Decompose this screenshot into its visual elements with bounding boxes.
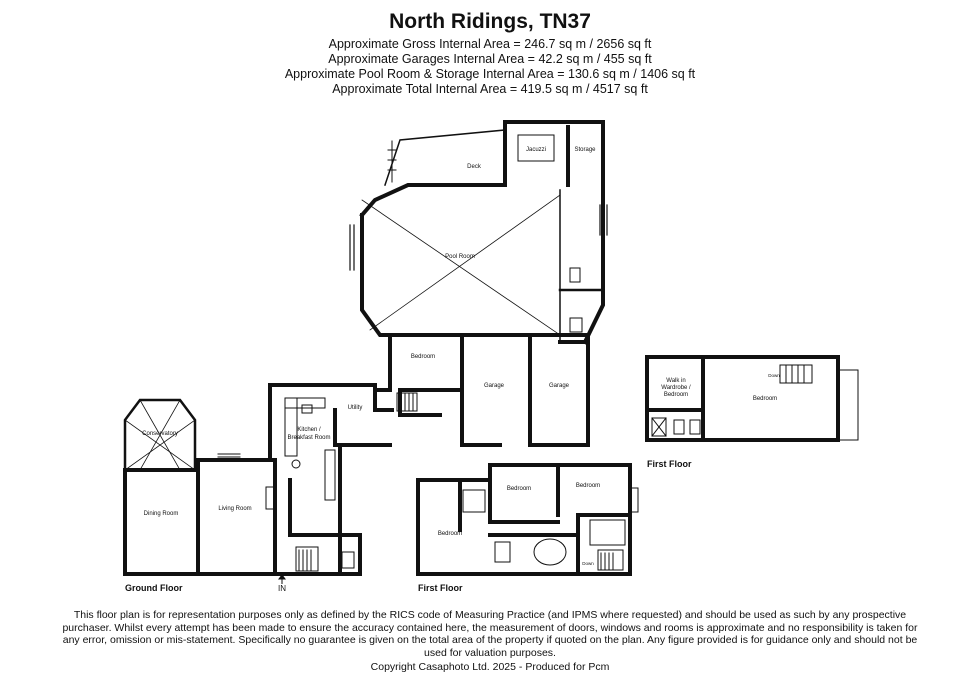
garages-block — [373, 333, 590, 447]
disclaimer-text: This floor plan is for representation pu… — [62, 609, 918, 659]
ff-bedroom-mid-label: Bedroom — [507, 486, 531, 492]
bedroom-ground-label: Bedroom — [411, 354, 435, 360]
plan-title: North Ridings, TN37 — [389, 10, 591, 33]
entrance-arrow — [278, 574, 286, 584]
jacuzzi-tub — [517, 134, 555, 162]
deck-label: Deck — [467, 164, 482, 170]
ground-floor-label: Ground Floor — [125, 583, 183, 593]
down-label-first: Down — [582, 561, 594, 566]
utility-label: Utility — [348, 405, 363, 411]
first-floor-block — [416, 463, 632, 576]
garage-2-label: Garage — [549, 383, 570, 389]
dining-room-label: Dining Room — [144, 511, 179, 517]
down-label-annex: Down — [768, 373, 780, 378]
entrance-in-label: IN — [278, 584, 286, 593]
annex-bedroom-label: Bedroom — [753, 396, 777, 402]
annex-first-floor-label: First Floor — [647, 459, 692, 469]
pool-room-diagonals — [361, 194, 561, 336]
ff-bedroom-main-label: Bedroom — [438, 531, 462, 537]
pool-room-label: Pool Room — [445, 254, 475, 260]
conservatory-label: Conservatory — [142, 431, 178, 437]
first-floor-label: First Floor — [418, 583, 463, 593]
walkin-label-line1: Walk in — [666, 378, 685, 384]
pool-area-text: Approximate Pool Room & Storage Internal… — [284, 67, 696, 81]
living-room-label: Living Room — [218, 506, 251, 512]
gross-area-text: Approximate Gross Internal Area = 246.7 … — [328, 37, 652, 51]
annex-block — [645, 355, 840, 442]
storage-label: Storage — [574, 147, 596, 153]
deck-outline — [384, 129, 506, 186]
ground-floor-block — [123, 458, 362, 576]
garage-1-label: Garage — [484, 383, 505, 389]
ff-bedroom-right-label: Bedroom — [576, 483, 600, 489]
pool-room-block — [359, 120, 605, 345]
conservatory-outline — [123, 398, 197, 472]
jacuzzi-label: Jacuzzi — [526, 147, 546, 153]
garages-area-text: Approximate Garages Internal Area = 42.2… — [328, 52, 652, 66]
walkin-label-line2: Wardrobe / — [661, 385, 691, 391]
kitchen-label-line1: Kitchen / — [297, 427, 321, 433]
total-area-text: Approximate Total Internal Area = 419.5 … — [332, 82, 648, 96]
copyright-text: Copyright Casaphoto Ltd. 2025 - Produced… — [370, 661, 610, 673]
kitchen-block — [268, 383, 394, 576]
kitchen-label-line2: Breakfast Room — [287, 435, 330, 441]
walkin-label-line3: Bedroom — [664, 392, 688, 398]
